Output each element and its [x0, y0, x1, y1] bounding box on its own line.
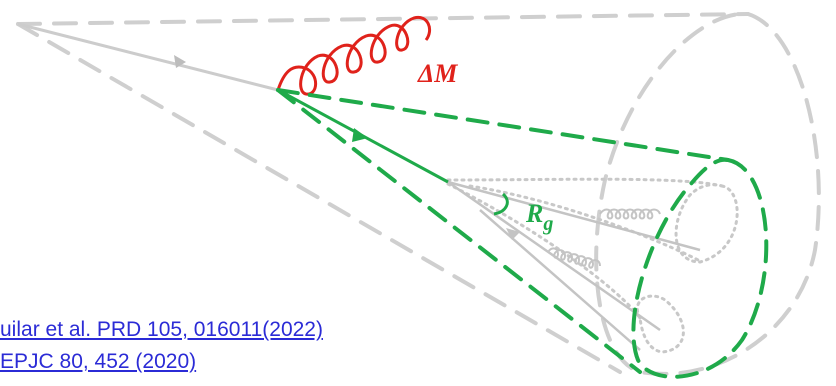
dotted-upper-edge: [446, 177, 724, 188]
gluon-curl: [276, 15, 431, 96]
groomed-cone-lower-edge: [276, 88, 642, 374]
small-gluon-1: [599, 208, 661, 220]
groomed-cone: [276, 88, 769, 379]
small-gluon-2: [547, 247, 601, 269]
groomed-cone-ellipse: [631, 157, 769, 379]
incoming-parton-line: [17, 22, 279, 92]
subjet-arrow-1: [506, 228, 520, 240]
outer-cone: [16, 11, 821, 376]
rg-subscript: g: [542, 213, 553, 235]
dotted-subjet-ellipse-2: [636, 294, 685, 354]
dotted-lower-edge: [446, 182, 642, 320]
reference-link-2[interactable]: EPJC 80, 452 (2020): [0, 350, 197, 373]
dotted-subjet-ellipse-1: [674, 183, 739, 264]
small-gluons: [547, 208, 661, 269]
outer-cone-bottom-edge: [16, 22, 622, 374]
rg-angle-arc: [493, 192, 509, 216]
subjet-lines: [447, 180, 701, 351]
outer-cone-top-edge: [16, 12, 750, 26]
delta-m-label: ΔM: [417, 59, 458, 88]
inner-dotted-cone: [446, 177, 739, 354]
subjet-line-3: [479, 209, 641, 351]
dotted-cone-body: [468, 184, 704, 264]
outer-cone-ellipse: [594, 11, 821, 376]
incoming-arrow: [174, 55, 186, 68]
rg-label: Rg: [525, 199, 553, 235]
groomed-cone-upper-edge: [276, 88, 730, 162]
groomed-arrow: [352, 128, 368, 142]
reference-link-1[interactable]: uilar et al. PRD 105, 016011(2022): [0, 318, 323, 341]
